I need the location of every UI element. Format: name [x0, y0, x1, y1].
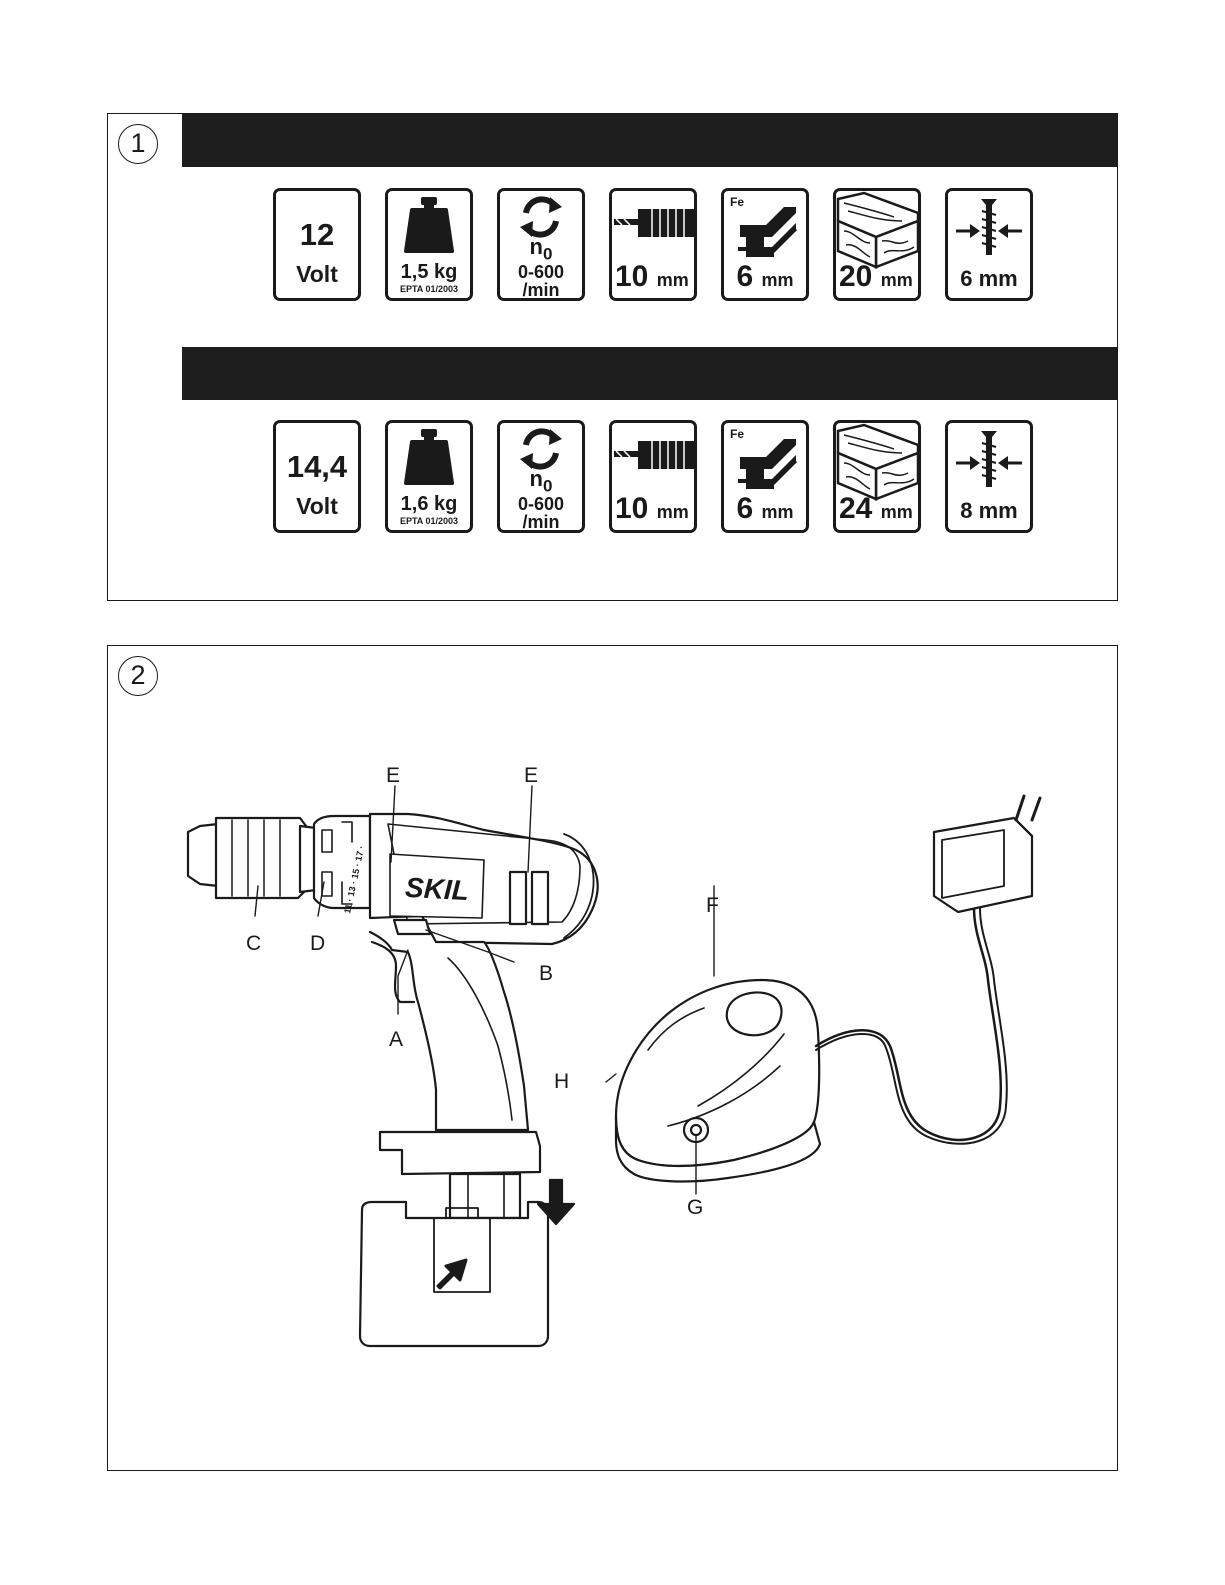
callout-A: A	[389, 1028, 403, 1052]
chuck-tile: 10 mm	[609, 420, 697, 533]
chuck-value: 10	[615, 492, 648, 525]
screw-capacity: 8 mm	[948, 496, 1030, 526]
weight-tile: 1,6 kg EPTA 01/2003	[385, 420, 473, 533]
voltage-value: 14,4	[276, 449, 358, 485]
steel-value: 6	[736, 260, 753, 293]
speed-value: 0-600/min	[500, 495, 582, 531]
chuck-unit: mm	[657, 270, 689, 290]
weight-value: 1,5 kg	[388, 261, 470, 284]
speed-tile: n0 0-600/min	[497, 420, 585, 533]
drill-and-charger-illustration: SKIL 11 · 13 · 15 · 17 ·	[108, 646, 1116, 1469]
callout-D: D	[310, 932, 325, 956]
figure-1-panel: 1 12 Volt 1,5 kg EPTA 01/2003 n0 0	[107, 113, 1118, 601]
wood-unit: mm	[881, 502, 913, 522]
chuck-capacity: 10 mm	[615, 494, 694, 527]
speed-unit: /min	[522, 280, 559, 300]
chuck-value: 10	[615, 260, 648, 293]
wood-capacity: 20 mm	[839, 262, 918, 295]
screw-tile: 6 mm	[945, 188, 1033, 301]
speed-unit: /min	[522, 512, 559, 532]
wood-unit: mm	[881, 270, 913, 290]
voltage-tile: 14,4 Volt	[273, 420, 361, 533]
speed-symbol-n: n	[530, 234, 543, 259]
callout-G: G	[687, 1196, 703, 1220]
brand-logo: SKIL	[404, 872, 469, 906]
weight-tile: 1,5 kg EPTA 01/2003	[385, 188, 473, 301]
charger-illustration	[616, 796, 1040, 1181]
callout-B: B	[539, 962, 553, 986]
steel-tile: Fe 6 mm	[721, 420, 809, 533]
chuck-unit: mm	[657, 502, 689, 522]
speed-symbol-sub: 0	[543, 476, 552, 495]
voltage-value: 12	[276, 217, 358, 253]
voltage-unit: Volt	[276, 493, 358, 520]
weight-standard: EPTA 01/2003	[388, 516, 470, 526]
steel-tile: Fe 6 mm	[721, 188, 809, 301]
wood-tile: 20 mm	[833, 188, 921, 301]
drill-illustration	[188, 814, 598, 1346]
chuck-tile: 10 mm	[609, 188, 697, 301]
figure-number-1: 1	[118, 124, 158, 164]
header-band-14v	[182, 347, 1117, 400]
callout-F: F	[706, 894, 719, 918]
callout-E-rear: E	[524, 764, 538, 788]
wood-capacity: 24 mm	[839, 494, 918, 527]
header-band-12v	[182, 114, 1117, 167]
steel-value: 6	[736, 492, 753, 525]
steel-unit: mm	[762, 270, 794, 290]
figure-2-panel: 2	[107, 645, 1118, 1471]
steel-unit: mm	[762, 502, 794, 522]
weight-value: 1,6 kg	[388, 493, 470, 516]
callout-H: H	[554, 1070, 569, 1094]
speed-tile: n0 0-600/min	[497, 188, 585, 301]
steel-capacity: 6 mm	[724, 262, 806, 295]
weight-standard: EPTA 01/2003	[388, 284, 470, 294]
speed-value: 0-600/min	[500, 263, 582, 299]
speed-symbol: n0	[500, 234, 582, 264]
speed-symbol-sub: 0	[543, 244, 552, 263]
wood-value: 20	[839, 260, 872, 293]
speed-range: 0-600	[518, 494, 564, 514]
wood-value: 24	[839, 492, 872, 525]
wood-tile: 24 mm	[833, 420, 921, 533]
screw-capacity: 6 mm	[948, 264, 1030, 294]
chuck-capacity: 10 mm	[615, 262, 694, 295]
voltage-tile: 12 Volt	[273, 188, 361, 301]
steel-capacity: 6 mm	[724, 494, 806, 527]
voltage-unit: Volt	[276, 261, 358, 288]
speed-symbol-n: n	[530, 466, 543, 491]
callout-E-front: E	[386, 764, 400, 788]
speed-symbol: n0	[500, 466, 582, 496]
speed-range: 0-600	[518, 262, 564, 282]
callout-C: C	[246, 932, 261, 956]
screw-tile: 8 mm	[945, 420, 1033, 533]
